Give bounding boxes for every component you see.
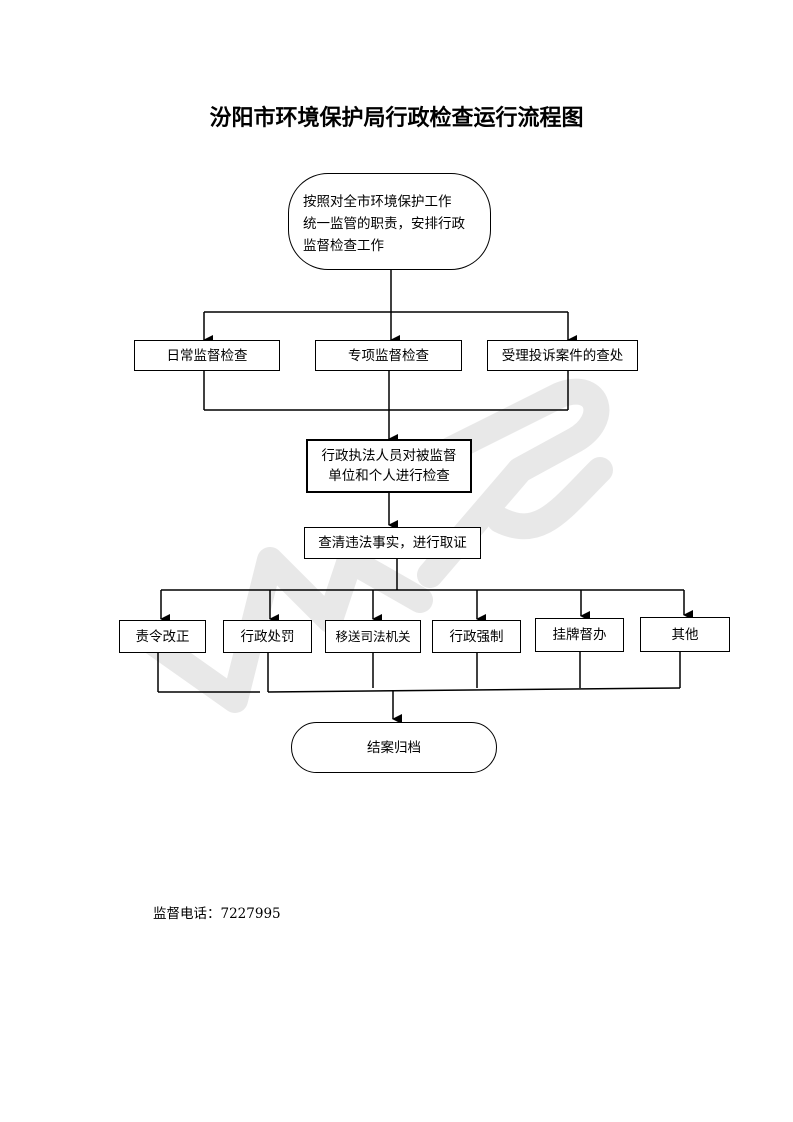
complaint-handling-box: 受理投诉案件的查处 xyxy=(487,340,638,371)
action-other-box: 其他 xyxy=(640,617,730,652)
start-line-2: 统一监管的职责，安排行政 xyxy=(303,216,465,232)
action-enforcement-box: 行政强制 xyxy=(432,620,521,653)
action-judicial-transfer-box: 移送司法机关 xyxy=(325,620,421,653)
start-line-1: 按照对全市环境保护工作 xyxy=(303,194,452,210)
daily-inspection-box: 日常监督检查 xyxy=(134,340,280,371)
start-line-3: 监督检查工作 xyxy=(303,238,384,254)
start-node: 按照对全市环境保护工作 统一监管的职责，安排行政 监督检查工作 xyxy=(288,173,491,270)
action-penalty-box: 行政处罚 xyxy=(223,620,312,653)
inspect-line-1: 行政执法人员对被监督 xyxy=(321,448,457,464)
end-node: 结案归档 xyxy=(291,722,497,773)
inspect-line-2: 单位和个人进行检查 xyxy=(328,468,450,484)
special-inspection-box: 专项监督检查 xyxy=(315,340,462,371)
action-supervision-box: 挂牌督办 xyxy=(535,618,624,652)
flowchart-title: 汾阳市环境保护局行政检查运行流程图 xyxy=(209,105,584,131)
inspection-execution-box: 行政执法人员对被监督 单位和个人进行检查 xyxy=(306,439,472,493)
supervision-phone: 监督电话：7227995 xyxy=(153,906,281,922)
investigate-box: 查清违法事实，进行取证 xyxy=(304,527,481,559)
action-correction-box: 责令改正 xyxy=(119,620,206,653)
